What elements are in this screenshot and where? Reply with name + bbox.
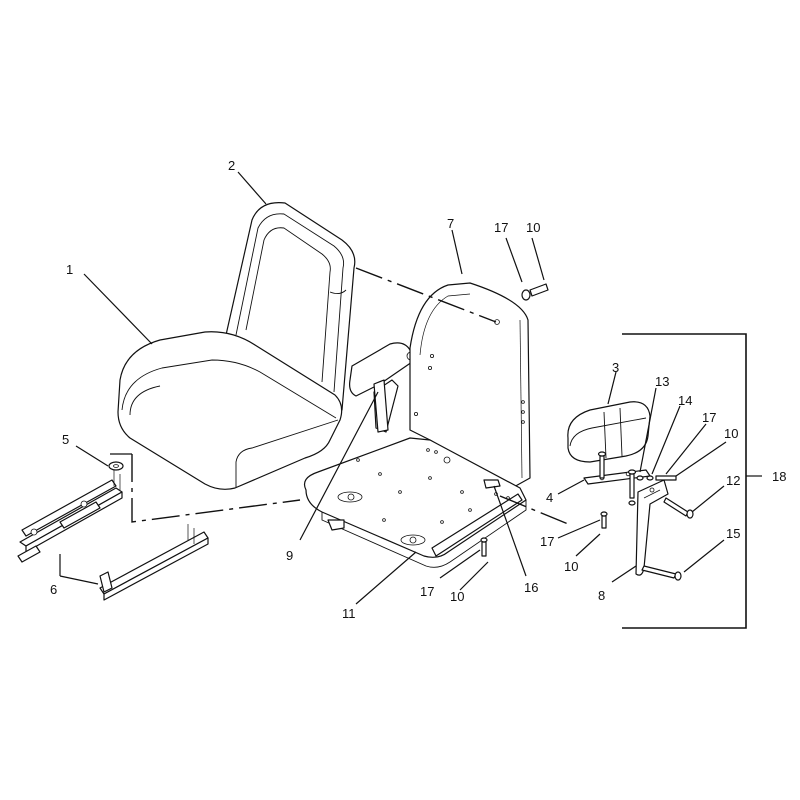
callout-9: 9 — [286, 548, 293, 563]
callout-3: 3 — [612, 360, 619, 375]
assembly-lines — [110, 267, 569, 525]
callout-14: 14 — [678, 393, 692, 408]
callout-11: 11 — [342, 606, 356, 621]
leader-lines — [59, 171, 727, 605]
callout-2: 2 — [228, 158, 235, 173]
callout-10-right: 10 — [564, 559, 578, 574]
seat-back-plate — [409, 282, 531, 489]
callout-10-top: 10 — [526, 220, 540, 235]
callout-1: 1 — [66, 262, 73, 277]
callout-18: 18 — [772, 469, 786, 484]
hardware-fasteners — [480, 283, 694, 581]
callout-10-pan: 10 — [450, 589, 464, 604]
armrest-mount — [635, 479, 669, 576]
callout-8: 8 — [598, 588, 605, 603]
seat-pan — [303, 437, 527, 568]
callout-12: 12 — [726, 473, 740, 488]
callout-4: 4 — [546, 490, 553, 505]
callout-16: 16 — [524, 580, 538, 595]
callout-13: 13 — [655, 374, 669, 389]
callout-15: 15 — [726, 526, 740, 541]
right-armrest — [567, 401, 651, 463]
group-bracket — [622, 333, 747, 629]
callouts: 1 2 3 4 5 6 7 8 9 10 10 10 10 11 12 13 1… — [50, 158, 786, 621]
callout-17-pan: 17 — [420, 584, 434, 599]
callout-7: 7 — [447, 216, 454, 231]
callout-5: 5 — [62, 432, 69, 447]
seat-cushion — [117, 331, 343, 490]
slide-rails — [17, 470, 209, 601]
callout-6: 6 — [50, 582, 57, 597]
callout-17-arm: 17 — [702, 410, 716, 425]
callout-17-top: 17 — [494, 220, 508, 235]
callout-10-arm: 10 — [724, 426, 738, 441]
callout-17-right: 17 — [540, 534, 554, 549]
washer — [108, 461, 124, 471]
